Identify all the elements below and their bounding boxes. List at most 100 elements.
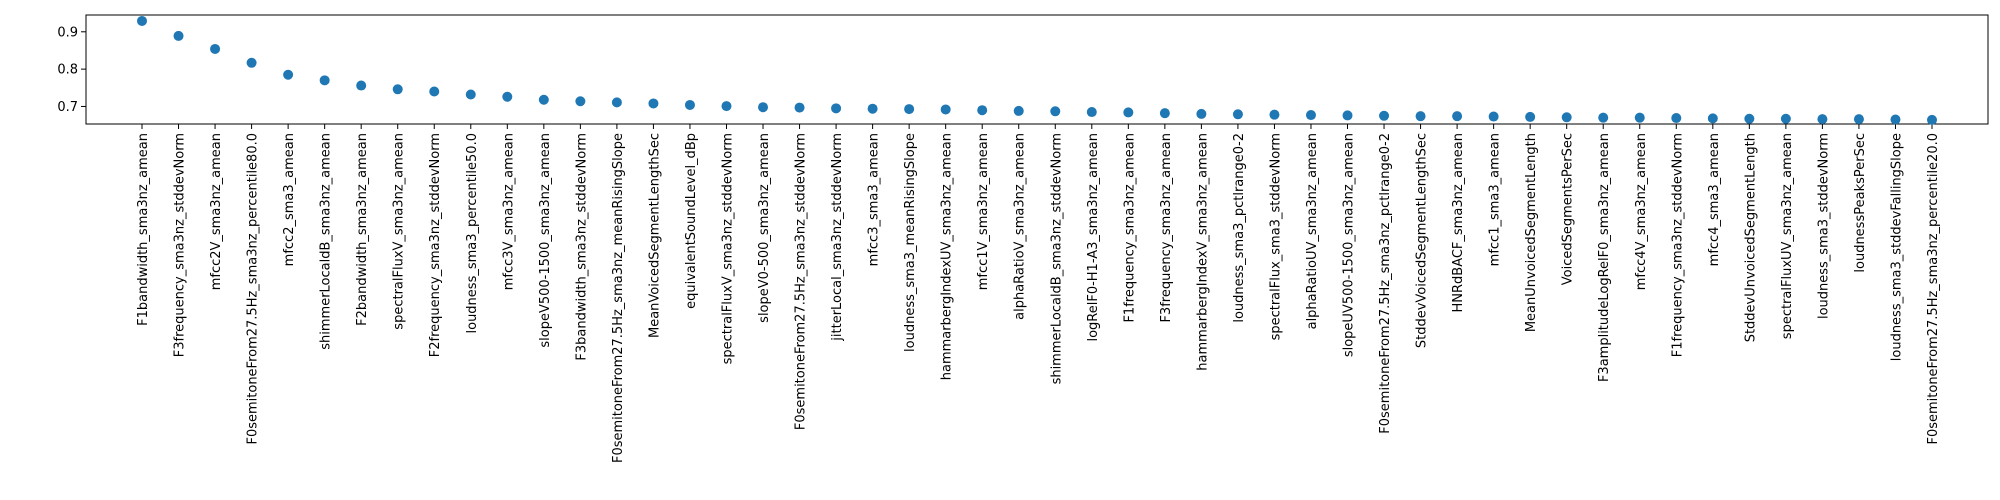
y-axis: 0.7 0.8 0.9 [57,25,86,115]
x-axis: F1bandwidth_sma3nz_amean F3frequency_sma3… [136,124,1941,463]
x-tick-label: loudness_sma3_stddevNorm [1816,133,1831,319]
data-point [1159,108,1170,119]
x-tick-label: F1frequency_sma3nz_amean [1122,133,1137,323]
x-tick-label: loudnessPeaksPerSec [1853,133,1868,273]
data-point [758,102,769,113]
x-tick-label: mfcc4_sma3_amean [1707,133,1722,266]
data-point [1707,113,1718,124]
data-point [648,98,659,109]
data-point [465,89,476,100]
y-tick-label: 0.8 [57,63,78,78]
x-tick-label: slopeV500-1500_sma3nz_amean [538,133,553,348]
data-point [904,104,915,115]
data-point [502,91,513,102]
data-point [429,86,440,97]
data-point [1379,110,1390,121]
x-tick-label: loudness_sma3_percentile50.0 [465,133,480,333]
data-point [1452,111,1463,122]
x-tick-label: mfcc2_sma3_amean [282,133,297,266]
data-point [575,96,586,107]
data-point [940,104,951,115]
x-tick-label: StddevVoicedSegmentLengthSec [1415,133,1430,348]
x-tick-label: StddevUnvoicedSegmentLength [1743,133,1758,342]
data-point [1342,110,1353,121]
x-tick-label: hammarbergIndexV_sma3nz_amean [1195,133,1210,371]
data-point [1415,111,1426,122]
x-tick-label: loudness_sma3_stddevFallingSlope [1889,133,1904,361]
data-point [1086,107,1097,118]
data-point [1744,113,1755,124]
y-tick-label: 0.9 [57,25,78,40]
data-point [1050,106,1061,117]
x-tick-label: shimmerLocaldB_sma3nz_stddevNorm [1049,133,1064,384]
data-point [867,103,878,114]
x-tick-label: F0semitoneFrom27.5Hz_sma3nz_meanRisingSl… [611,133,626,463]
x-tick-label: mfcc3_sma3_amean [867,133,882,266]
x-tick-label: F0semitoneFrom27.5Hz_sma3nz_stddevNorm [794,133,809,430]
x-tick-label: spectralFluxV_sma3nz_amean [392,133,407,330]
x-tick-label: HNRdBACF_sma3nz_amean [1451,133,1466,313]
data-point [1232,109,1243,120]
data-point [1561,112,1572,123]
x-tick-label: shimmerLocaldB_sma3nz_amean [319,133,334,350]
data-point [210,43,221,54]
data-point [173,30,184,41]
data-points [137,15,1937,125]
x-tick-label: slopeV0-500_sma3nz_amean [757,133,772,323]
x-tick-label: F3frequency_sma3nz_stddevNorm [173,133,188,357]
x-tick-label: loudness_sma3_meanRisingSlope [903,133,918,352]
data-point [319,75,330,86]
data-point [1853,114,1864,125]
x-tick-label: mfcc4V_sma3nz_amean [1634,133,1649,290]
plot-frame [85,14,1989,125]
x-tick-label: F0semitoneFrom27.5Hz_sma3nz_percentile20… [1926,133,1941,445]
data-point [831,103,842,114]
x-tick-label: jitterLocal_sma3nz_stddevNorm [830,133,845,342]
data-point [1488,111,1499,122]
data-point [1013,105,1024,116]
x-tick-label: VoicedSegmentsPerSec [1561,133,1576,285]
data-point [283,69,294,80]
x-tick-label: F0semitoneFrom27.5Hz_sma3nz_pctlrange0-2 [1378,133,1393,434]
y-tick-label: 0.7 [57,100,78,115]
x-tick-label: spectralFlux_sma3_stddevNorm [1268,133,1283,340]
data-point [1196,108,1207,119]
x-tick-label: mfcc2V_sma3nz_amean [209,133,224,290]
data-point [1305,110,1316,121]
data-point [611,97,622,108]
x-tick-label: spectralFluxUV_sma3nz_amean [1780,133,1795,339]
data-point [1817,114,1828,125]
data-point [1123,107,1134,118]
data-point [1598,112,1609,123]
x-tick-label: F1frequency_sma3nz_stddevNorm [1670,133,1685,357]
data-point [137,15,147,26]
x-tick-label: MeanUnvoicedSegmentLength [1524,133,1539,332]
x-tick-label: F3amplitudeLogRelF0_sma3nz_amean [1597,133,1612,382]
data-point [392,84,403,95]
x-tick-label: F1bandwidth_sma3nz_amean [136,133,151,326]
data-point [538,94,549,105]
x-tick-label: alphaRatioUV_sma3nz_amean [1305,133,1320,329]
data-point [721,101,732,112]
x-tick-label: mfcc1V_sma3nz_amean [976,133,991,290]
data-point [1269,109,1280,120]
data-point [356,80,367,91]
data-point [1890,114,1901,125]
x-tick-label: logRelF0-H1-A3_sma3nz_amean [1086,133,1101,342]
data-point [684,99,695,110]
x-tick-label: slopeUV500-1500_sma3nz_amean [1342,133,1357,357]
data-point [1927,114,1937,125]
data-point [1634,112,1645,123]
x-tick-label: F2bandwidth_sma3nz_amean [355,133,370,326]
x-tick-label: F3frequency_sma3nz_amean [1159,133,1174,323]
x-tick-label: mfcc3V_sma3nz_amean [501,133,516,290]
data-point [1525,111,1536,122]
x-tick-label: MeanVoicedSegmentLengthSec [647,133,662,338]
x-tick-label: loudness_sma3_pctlrange0-2 [1232,133,1247,323]
x-tick-label: F2frequency_sma3nz_stddevNorm [428,133,443,357]
x-tick-label: F0semitoneFrom27.5Hz_sma3nz_percentile80… [246,133,261,445]
data-point [246,57,257,68]
data-point [1671,113,1682,124]
x-tick-label: mfcc1_sma3_amean [1488,133,1503,266]
